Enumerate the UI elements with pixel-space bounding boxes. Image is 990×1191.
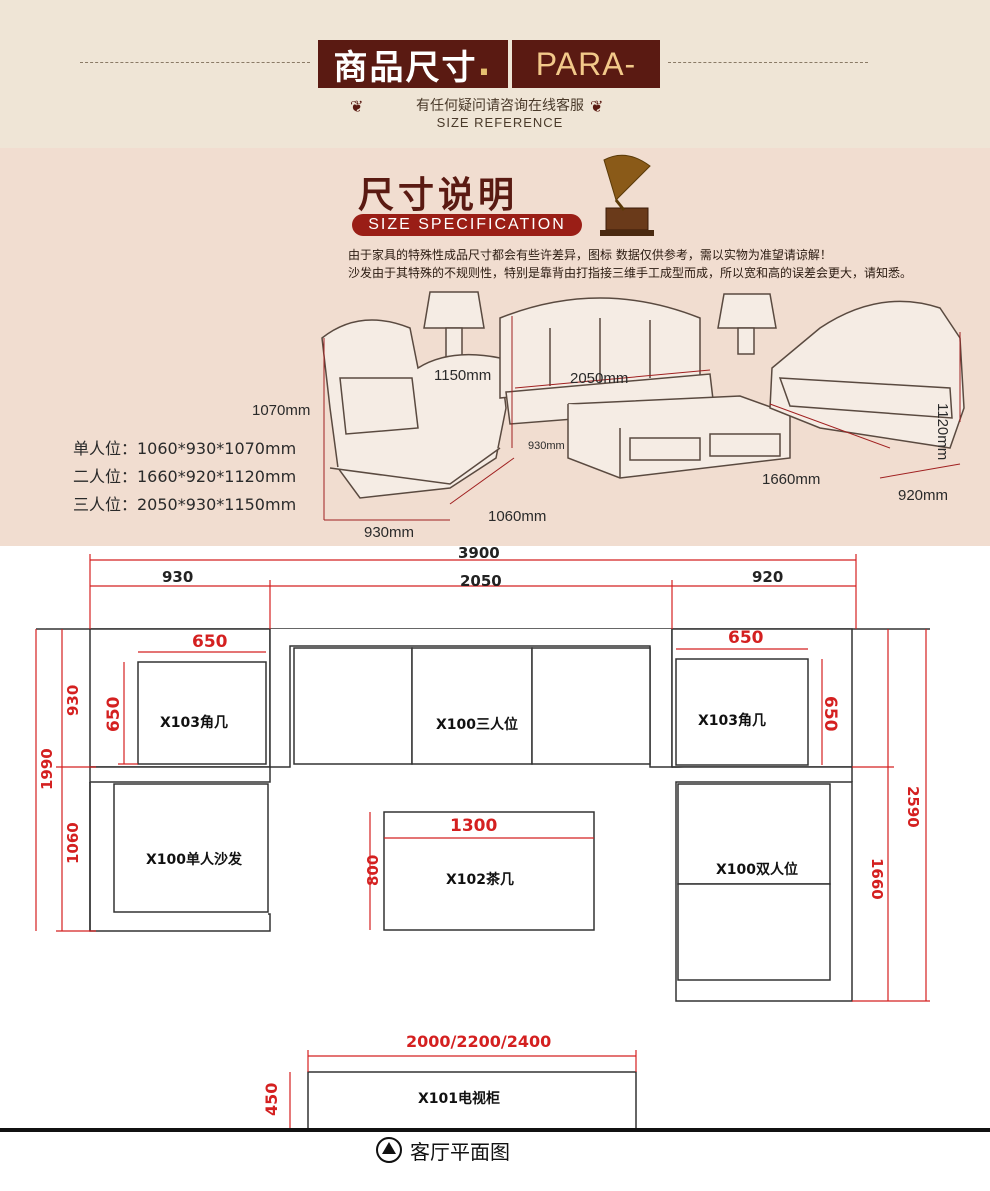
- spec-pill: SIZE SPECIFICATION: [352, 214, 582, 236]
- dim-tv-width: 2000/2200/2400: [406, 1032, 552, 1051]
- corner-left-label: X103角几: [160, 715, 229, 731]
- floor-plan: 3900 930 2050 920 930 1060 1990 2590 166…: [0, 544, 990, 1130]
- dim-triple-width: 2050mm: [570, 370, 629, 387]
- header-title: 商品尺寸.: [318, 40, 508, 88]
- dim-corner-left-height: 650: [104, 696, 124, 733]
- spec-note-2: 沙发由于其特殊的不规则性，特别是靠背由打指接三维手工成型而成，所以宽和高的误差会…: [348, 266, 913, 280]
- dim-double-depth: 920mm: [898, 487, 949, 504]
- dim-corner-right-width: 650: [728, 628, 764, 648]
- header-title-dot: .: [477, 44, 493, 84]
- ornament-right-icon: ❦: [590, 97, 604, 116]
- size-header-banner: 商品尺寸. PARA- ❦ ❦ 有任何疑问请咨询在线客服 SIZE REFERE…: [0, 0, 990, 148]
- footer: 客厅平面图: [0, 1132, 990, 1191]
- dim-corner-right-height: 650: [820, 696, 840, 732]
- size-triple: 三人位：2050*930*1150mm: [73, 495, 297, 514]
- sofa-set-illustration: [321, 291, 965, 521]
- dim-triple-height: 1150mm: [434, 367, 492, 384]
- dim-table-width: 1300: [450, 816, 498, 836]
- header-subtitle-en: SIZE REFERENCE: [436, 115, 564, 130]
- header-para: PARA-: [512, 40, 660, 88]
- dim-left-lower: 1060: [64, 822, 82, 864]
- floor-plan-drawing: [35, 554, 930, 1130]
- dim-left-upper: 930: [64, 684, 82, 716]
- dim-double-height: 1120mm: [934, 403, 951, 461]
- dim-mid-width: 2050: [460, 572, 502, 590]
- size-double: 二人位：1660*920*1120mm: [73, 467, 297, 486]
- dim-right-total: 2590: [904, 786, 922, 828]
- header-dashed-line-left: [80, 62, 310, 63]
- dim-table-height: 800: [364, 854, 382, 886]
- dim-tv-height: 450: [262, 1082, 281, 1116]
- triangle-marker-icon: [376, 1137, 402, 1163]
- header-subtitle: 有任何疑问请咨询在线客服: [416, 98, 584, 114]
- dim-corner-left-width: 650: [192, 632, 228, 652]
- dim-double-width: 1660mm: [762, 471, 821, 488]
- spec-title: 尺寸说明: [358, 175, 519, 216]
- size-spec-section: 尺寸说明 SIZE SPECIFICATION 由于家具的特殊性成品尺寸都会有些…: [0, 148, 990, 546]
- dim-left-width: 930: [162, 568, 194, 586]
- single-sofa-label: X100单人沙发: [146, 852, 243, 868]
- footer-divider: [0, 1128, 990, 1132]
- tv-cabinet-label: X101电视柜: [418, 1091, 501, 1107]
- dim-right-width: 920: [752, 568, 784, 586]
- dim-triple-depth: 930mm: [528, 440, 565, 452]
- corner-right-label: X103角几: [698, 713, 767, 729]
- ornament-left-icon: ❦: [350, 97, 364, 116]
- header-title-text: 商品尺寸: [333, 47, 478, 88]
- dim-single-width: 1060mm: [488, 508, 547, 525]
- dim-single-height: 1070mm: [252, 402, 311, 419]
- spec-note-1: 由于家具的特殊性成品尺寸都会有些许差异，图标 数据仅供参考，需以实物为准望请谅解…: [348, 248, 832, 262]
- header-dashed-line-right: [668, 62, 868, 63]
- size-single: 单人位：1060*930*1070mm: [73, 439, 297, 458]
- dim-left-total: 1990: [38, 748, 56, 790]
- two-seat-label: X100双人位: [716, 862, 799, 878]
- three-seat-label: X100三人位: [436, 717, 519, 733]
- dim-right-lower: 1660: [868, 858, 886, 900]
- dim-single-depth: 930mm: [364, 524, 415, 541]
- dim-total-width: 3900: [458, 544, 500, 562]
- footer-label: 客厅平面图: [410, 1140, 510, 1164]
- gramophone-icon: [600, 154, 654, 236]
- coffee-table-label: X102茶几: [446, 872, 515, 888]
